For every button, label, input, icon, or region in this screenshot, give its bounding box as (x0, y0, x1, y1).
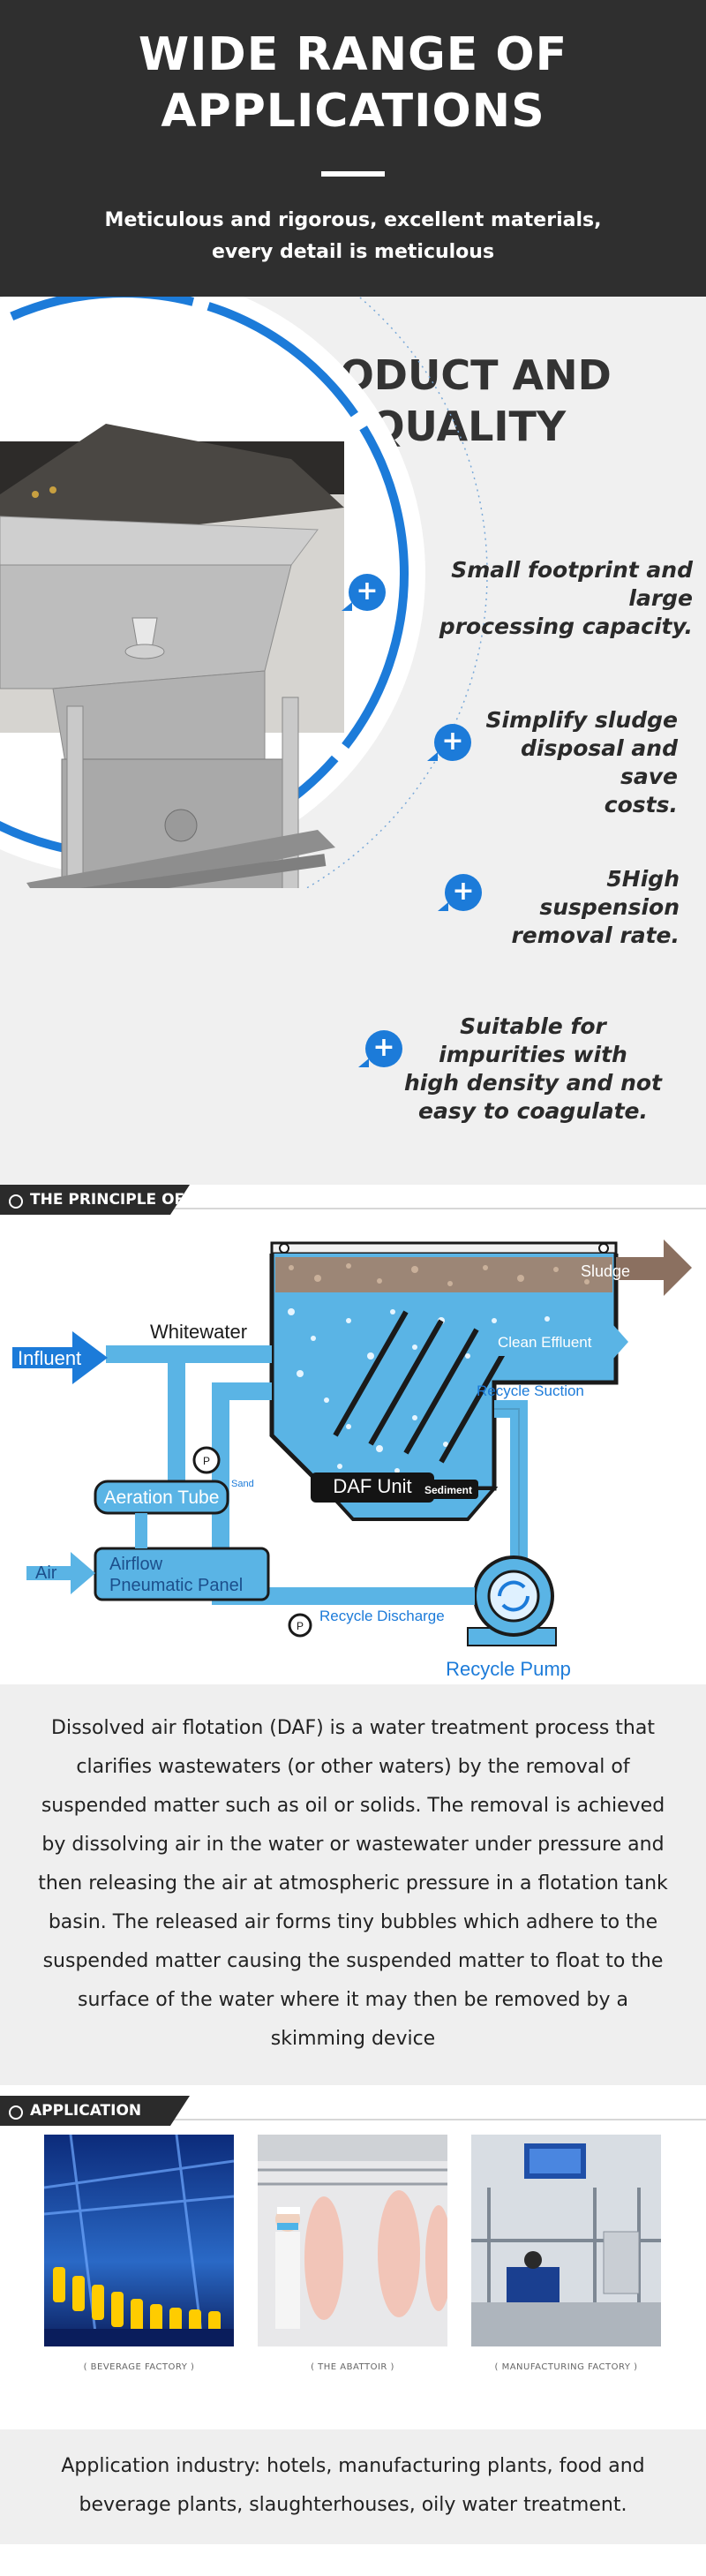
dotted-orbit (304, 297, 488, 888)
application-industry-text: Application industry: hotels, manufactur… (61, 2455, 645, 2516)
clean-effluent-label: Clean Effluent (498, 1334, 592, 1351)
product-circle-illustration (0, 297, 488, 888)
hero-subtitle-line2: every detail is meticulous (211, 241, 495, 263)
beverage-factory-photo (44, 2135, 234, 2346)
abattoir-photo (258, 2135, 447, 2346)
application-cards: ( BEVERAGE FACTORY ) (0, 2126, 706, 2429)
application-card: ( BEVERAGE FACTORY ) (44, 2135, 234, 2372)
principle-section: DAF Unit Sediment Sludge Clean Effluent … (0, 1215, 706, 2085)
principle-banner: THE PRINCIPLE OF (0, 1185, 706, 1215)
principle-banner-label: THE PRINCIPLE OF (0, 1185, 190, 1215)
air-label: Air (35, 1563, 57, 1583)
application-caption: ( BEVERAGE FACTORY ) (83, 2362, 195, 2372)
recycle-pump-label: Recycle Pump (446, 1658, 571, 1680)
application-caption: ( MANUFACTURING FACTORY ) (494, 2362, 638, 2372)
influent-label: Influent (18, 1347, 81, 1369)
application-banner-label: APPLICATION (0, 2096, 190, 2126)
plus-icon: + (427, 724, 471, 761)
sediment-label: Sediment (424, 1484, 472, 1496)
hero-section: WIDE RANGE OF APPLICATIONS Meticulous an… (0, 0, 706, 297)
whitewater-label: Whitewater (150, 1321, 247, 1343)
application-industry-footer: Application industry: hotels, manufactur… (0, 2429, 706, 2544)
plus-icon: + (438, 874, 482, 911)
feature-text: 5High suspension removal rate. (511, 866, 680, 948)
principle-description: Dissolved air flotation (DAF) is a water… (38, 1717, 668, 2050)
application-card: ( MANUFACTURING FACTORY ) (471, 2135, 661, 2372)
hero-title: WIDE RANGE OF APPLICATIONS (0, 26, 706, 139)
application-caption: ( THE ABATTOIR ) (311, 2362, 394, 2372)
sand-label: Sand (231, 1479, 254, 1489)
sludge-label: Sludge (581, 1262, 630, 1280)
principle-text-bg (0, 1684, 706, 2085)
stable-quality-section: STABLE PRODUCT AND RELIABLE QUALITY (0, 297, 706, 1185)
hero-subtitle: Meticulous and rigorous, excellent mater… (0, 205, 706, 268)
airflow-label-line2: Pneumatic Panel (109, 1576, 243, 1595)
application-section: ( BEVERAGE FACTORY ) (0, 2126, 706, 2544)
svg-text:P: P (203, 1455, 210, 1467)
aeration-tube-label: Aeration Tube (104, 1488, 220, 1508)
hero-title-line2: APPLICATIONS (161, 85, 545, 138)
daf-machine-illustration (0, 424, 344, 888)
hero-divider (321, 171, 385, 177)
feature-text: Suitable for impurities with high densit… (403, 1013, 662, 1124)
recycle-suction-label: Recycle Suction (477, 1382, 584, 1399)
daf-unit-label: DAF Unit (333, 1475, 411, 1497)
application-banner: APPLICATION (0, 2096, 706, 2126)
feature-text: Small footprint and large processing cap… (439, 557, 693, 639)
gauge-label: P (297, 1620, 304, 1632)
feature-text: Simplify sludge disposal and save costs. (485, 707, 678, 817)
manufacturing-factory-photo (471, 2135, 661, 2346)
plus-icon: + (358, 1030, 402, 1067)
daf-process-diagram: DAF Unit Sediment Sludge Clean Effluent … (12, 1239, 692, 1680)
pressure-gauge-icon (288, 1613, 312, 1638)
hero-title-line1: WIDE RANGE OF (138, 28, 568, 81)
recycle-discharge-label: Recycle Discharge (319, 1608, 445, 1624)
application-card: ( THE ABATTOIR ) (258, 2135, 447, 2372)
airflow-label-line1: Airflow (109, 1555, 163, 1574)
hero-subtitle-line1: Meticulous and rigorous, excellent mater… (104, 209, 602, 231)
plus-icon: + (342, 574, 386, 611)
